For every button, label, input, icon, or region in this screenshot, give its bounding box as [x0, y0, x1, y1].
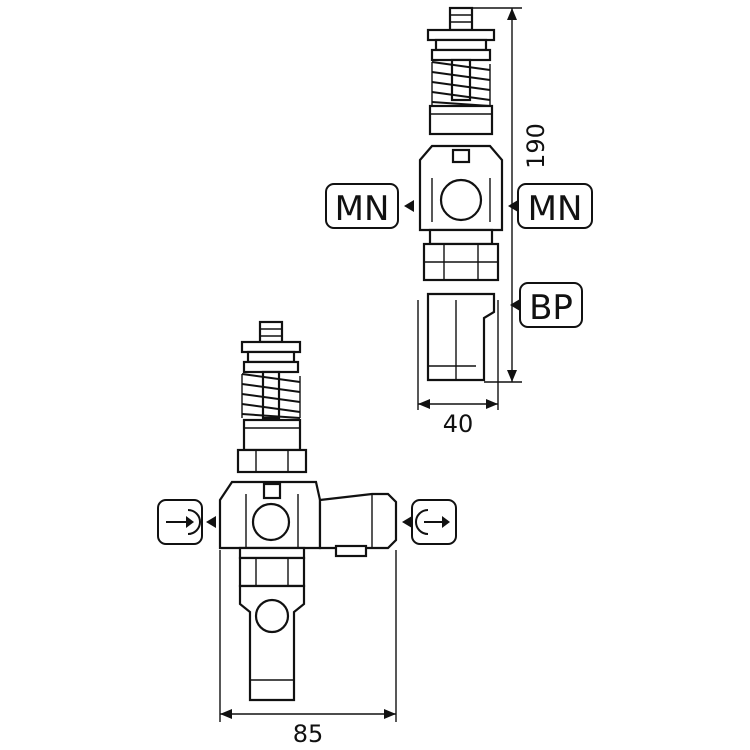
mn-left-text: MN — [335, 189, 390, 229]
bp-label — [510, 282, 583, 328]
mn-right-text: MN — [528, 189, 583, 229]
arrow-left-icon — [508, 200, 518, 212]
outlet-label — [402, 499, 457, 545]
bottom-width-dimension-value: 85 — [293, 720, 324, 748]
mn-right-label — [508, 183, 593, 229]
bottom-width-dimension-line — [219, 550, 397, 722]
arrow-right-icon — [402, 516, 412, 528]
bp-text: BP — [529, 288, 573, 328]
arrow-right-icon — [206, 516, 216, 528]
height-dimension-value: 190 — [522, 123, 550, 169]
mn-left-label — [325, 183, 414, 229]
top-valve — [418, 6, 504, 382]
top-width-dimension-line — [417, 300, 499, 410]
inlet-label — [157, 499, 216, 545]
bottom-valve — [218, 320, 398, 702]
height-dimension-line — [472, 7, 522, 383]
outlet-arrow-icon — [415, 509, 450, 535]
arrow-right-icon — [404, 200, 414, 212]
top-width-dimension-value: 40 — [443, 410, 474, 438]
arrow-left-icon — [510, 299, 520, 311]
inlet-arrow-icon — [166, 509, 201, 535]
